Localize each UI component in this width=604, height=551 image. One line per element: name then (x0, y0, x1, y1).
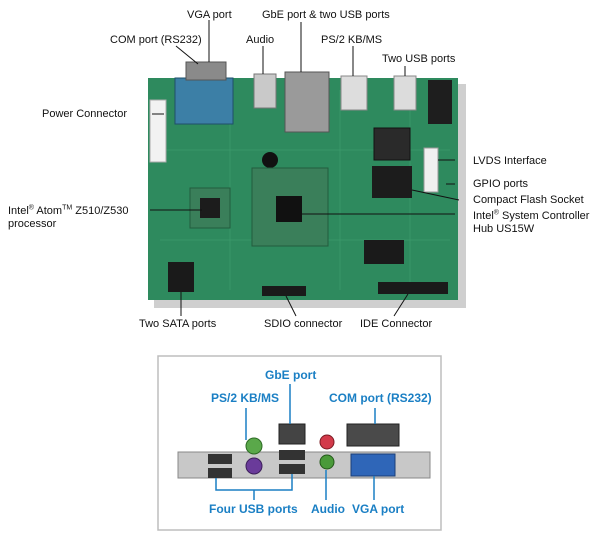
label-sata: Two SATA ports (139, 318, 217, 330)
registered-mark: ® (28, 204, 34, 212)
label-ps2-bottom: PS/2 KB/MS (211, 391, 280, 405)
label-audio: Audio (246, 34, 275, 46)
sata-ports (168, 262, 194, 292)
pin-header-top (428, 80, 452, 124)
vga-db15 (350, 453, 396, 477)
label-com-bottom: COM port (RS232) (329, 391, 432, 405)
label-intel-atom: Intel® AtomTM Z510/Z530 processor (8, 204, 153, 231)
lvds-connector (423, 147, 439, 193)
ps2-port (340, 75, 368, 111)
trademark-mark: TM (62, 204, 73, 212)
label-sch: Intel® System Controller Hub US15W (473, 209, 603, 236)
label-sch-name: System Controller (498, 210, 590, 222)
label-gpio: GPIO ports (473, 178, 529, 190)
label-intel-atom-model: Z510/Z530 (72, 205, 129, 217)
usb-port-4 (279, 464, 305, 474)
label-ps2: PS/2 KB/MS (321, 34, 383, 46)
ide-connector (378, 282, 448, 294)
label-gbe-port: GbE port (265, 368, 317, 382)
label-vga-port: VGA port (187, 9, 232, 21)
label-two-usb: Two USB ports (382, 53, 456, 65)
sdio-connector (262, 286, 306, 296)
sch-die (276, 196, 302, 222)
label-ide: IDE Connector (360, 318, 433, 330)
label-sch-model: Hub US15W (473, 223, 535, 235)
label-audio-bottom: Audio (311, 502, 345, 516)
label-cf-socket: Compact Flash Socket (473, 194, 584, 206)
label-four-usb: Four USB ports (209, 502, 298, 516)
bottom-callouts (215, 384, 376, 500)
vga-port (185, 61, 227, 81)
audio-jack (253, 73, 277, 109)
label-vga-bottom: VGA port (352, 502, 405, 516)
ps2-mouse-port (245, 437, 263, 455)
label-intel-atom-processor: processor (8, 218, 57, 230)
ps2-keyboard-port (245, 457, 263, 475)
atom-die (200, 198, 220, 218)
label-lvds: LVDS Interface (473, 155, 547, 167)
audio-jack-red (319, 434, 335, 450)
audio-jack-green (319, 454, 335, 470)
cf-chip (372, 166, 412, 198)
label-power-connector: Power Connector (42, 108, 127, 120)
usb-port-2 (208, 468, 232, 478)
label-intel-atom-brand: Intel (8, 205, 29, 217)
gbe-usb-stack (284, 71, 330, 133)
callout-lines (150, 20, 460, 317)
com-db9 (346, 423, 400, 447)
battery (262, 152, 278, 168)
label-sch-brand: Intel (473, 210, 494, 222)
power-connector (149, 99, 167, 163)
usb-ports (393, 75, 417, 111)
registered-mark-2: ® (493, 209, 499, 217)
label-sdio: SDIO connector (264, 318, 343, 330)
label-gbe-usb: GbE port & two USB ports (262, 9, 390, 21)
ram-chip (364, 240, 404, 264)
label-intel-atom-name: Atom (33, 205, 63, 217)
usb-port-3 (279, 450, 305, 460)
bios-chip (373, 127, 411, 161)
usb-port-1 (208, 454, 232, 464)
gbe-rj45 (278, 423, 306, 445)
label-com-port: COM port (RS232) (110, 34, 202, 46)
com-port (174, 77, 234, 125)
